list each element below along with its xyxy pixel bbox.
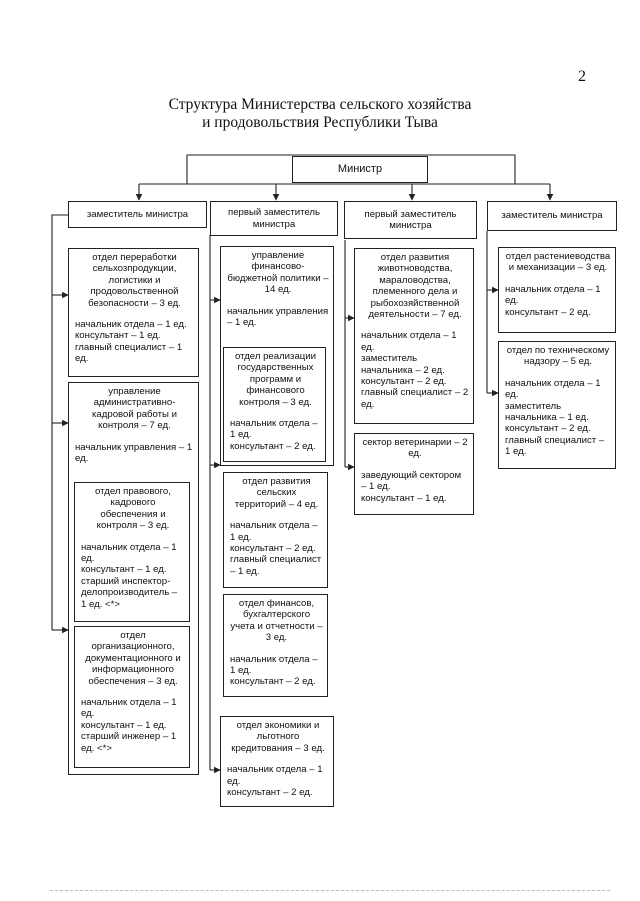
staff-item: главный специалист – 1 ед.: [230, 554, 322, 577]
staff-item: консультант – 2 ед.: [230, 676, 316, 688]
department-box: отдел развития животноводства, мараловод…: [354, 248, 474, 424]
staff-item: начальник отдела – 1 ед.: [230, 653, 318, 677]
department-name: отдел организационного, документационног…: [85, 630, 181, 687]
staff-item: старший инспектор-делопроизводитель – 1 …: [81, 575, 178, 610]
page-title: Структура Министерства сельского хозяйст…: [0, 96, 640, 132]
staff-item: главный специалист – 1 ед.: [505, 434, 605, 458]
department-name: отдел развития сельских территорий – 4 е…: [234, 476, 319, 510]
staff-item: консультант – 2 ед.: [227, 787, 313, 799]
department-name: управление финансово-бюджетной политики …: [227, 250, 329, 296]
department-box: отдел реализации государственных програм…: [223, 347, 326, 462]
staff-item: заведующий сектором – 1 ед.: [361, 469, 462, 493]
staff-item: консультант – 2 ед.: [230, 440, 316, 452]
staff-item: начальник отдела – 1 ед.: [75, 319, 187, 331]
staff-item: консультант – 2 ед.: [230, 543, 316, 555]
staff-list: начальник отдела – 1 ед. консультант – 2…: [505, 284, 611, 318]
staff-item: консультант – 2 ед.: [505, 423, 591, 435]
column-head-1: заместитель министра: [68, 201, 207, 228]
department-box: отдел развития сельских территорий – 4 е…: [223, 472, 328, 588]
staff-list: начальник отдела – 1 ед. консультант – 2…: [230, 418, 321, 452]
department-box: отдел организационного, документационног…: [74, 626, 190, 768]
staff-item: консультант – 1 ед.: [75, 330, 161, 342]
staff-item: начальник отдела – 1 ед.: [505, 377, 601, 401]
staff-list: начальник отдела – 1 ед. консультант – 2…: [227, 764, 329, 798]
staff-list: начальник отдела – 1 ед. консультант – 2…: [230, 520, 323, 577]
department-box: сектор ветеринарии – 2 ед. заведующий се…: [354, 433, 474, 515]
title-line-1: Структура Министерства сельского хозяйст…: [168, 96, 472, 113]
staff-item: консультант – 1 ед.: [361, 492, 447, 504]
staff-list: начальник управления – 1 ед.: [75, 442, 194, 465]
department-name: отдел правового, кадрового обеспечения и…: [95, 486, 171, 532]
minister-box: Министр: [292, 156, 428, 183]
department-name: сектор ветеринарии – 2 ед.: [362, 437, 468, 460]
staff-item: старший инженер – 1 ед. <*>: [81, 731, 177, 754]
staff-item: главный специалист – 1 ед.: [75, 341, 183, 365]
staff-item: консультант – 2 ед.: [361, 376, 447, 388]
staff-item: начальник отдела – 1 ед.: [505, 283, 601, 307]
department-name: отдел развития животноводства, мараловод…: [368, 252, 462, 321]
department-box: отдел экономики и льготного кредитования…: [220, 716, 334, 807]
staff-item: консультант – 1 ед.: [81, 564, 167, 576]
staff-list: заведующий сектором – 1 ед. консультант …: [361, 470, 469, 504]
staff-item: консультант – 2 ед.: [505, 306, 591, 318]
staff-item: начальник отдела – 1 ед.: [361, 330, 457, 353]
department-name: отдел реализации государственных програм…: [235, 351, 316, 408]
staff-list: начальник отдела – 1 ед. консультант – 2…: [230, 654, 323, 688]
staff-list: начальник отдела – 1 ед. заместитель нач…: [361, 330, 469, 410]
staff-item: начальник отдела – 1 ед.: [230, 418, 318, 441]
department-name: отдел по техническому надзору – 5 ед.: [506, 345, 610, 368]
staff-list: начальник отдела – 1 ед. консультант – 1…: [81, 542, 185, 610]
staff-item: начальник управления – 1 ед.: [227, 305, 329, 329]
staff-item: начальник управления – 1 ед.: [75, 441, 193, 465]
department-name: отдел финансов, бухгалтерского учета и о…: [230, 598, 323, 644]
col1-spine: [51, 214, 68, 630]
department-box: отдел финансов, бухгалтерского учета и о…: [223, 594, 328, 697]
staff-list: начальник управления – 1 ед.: [227, 306, 329, 329]
column-head-3: первый заместитель министра: [344, 201, 477, 239]
staff-item: главный специалист – 2 ед.: [361, 387, 469, 410]
staff-item: начальник отдела – 1 ед.: [230, 520, 318, 543]
department-name: отдел экономики и льготного кредитования…: [231, 720, 325, 754]
staff-list: начальник отдела – 1 ед. консультант – 1…: [81, 697, 185, 754]
staff-item: заместитель начальника – 1 ед.: [505, 400, 589, 424]
staff-item: начальник отдела – 1 ед.: [227, 764, 323, 787]
staff-list: начальник отдела – 1 ед. заместитель нач…: [505, 378, 611, 458]
department-box: отдел правового, кадрового обеспечения и…: [74, 482, 190, 622]
minister-bracket: [186, 154, 516, 184]
staff-item: заместитель начальника – 2 ед.: [361, 353, 445, 376]
column-head-4: заместитель министра: [487, 201, 617, 231]
staff-list: начальник отдела – 1 ед. консультант – 1…: [75, 319, 194, 365]
department-box: отдел растениеводства и механизации – 3 …: [498, 247, 616, 333]
department-name: управление административно-кадровой рабо…: [92, 386, 177, 432]
column-head-2: первый заместитель министра: [210, 201, 338, 236]
department-name: отдел растениеводства и механизации – 3 …: [505, 251, 611, 274]
staff-item: начальник отдела – 1 ед.: [81, 541, 177, 565]
title-line-2: и продовольствия Республики Тыва: [202, 114, 438, 131]
staff-item: начальник отдела – 1 ед.: [81, 697, 177, 720]
staff-item: консультант – 1 ед.: [81, 719, 167, 731]
department-name: отдел переработки сельхозпродукции, логи…: [88, 252, 181, 309]
department-box: отдел по техническому надзору – 5 ед. на…: [498, 341, 616, 469]
department-box: отдел переработки сельхозпродукции, логи…: [68, 248, 199, 377]
page-bottom-rule: [50, 890, 610, 891]
page-number: 2: [578, 68, 586, 85]
